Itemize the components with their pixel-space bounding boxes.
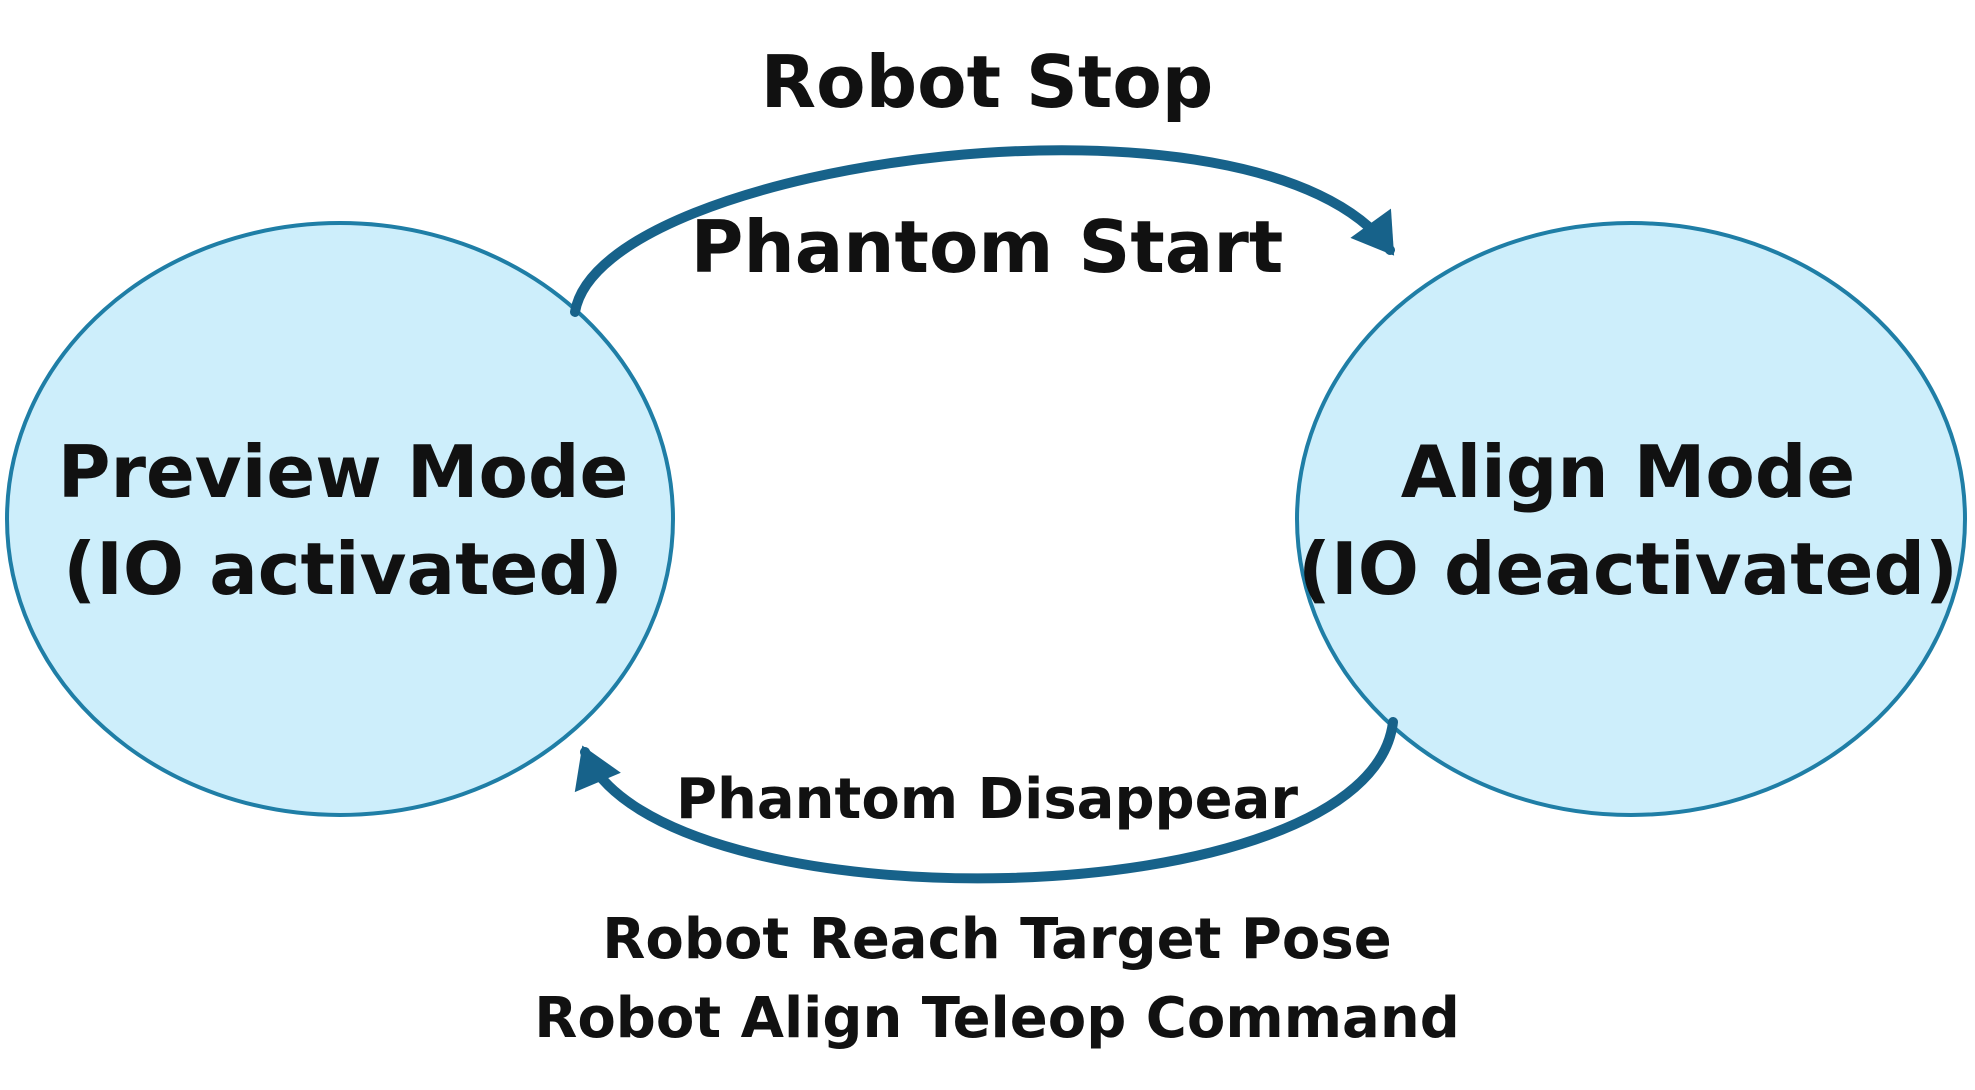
label-robot-reach-target-pose: Robot Reach Target Pose (602, 907, 1391, 972)
state-align-subtitle: (IO deactivated) (1298, 527, 1958, 611)
state-align-mode[interactable]: Align Mode (IO deactivated) (1295, 221, 1967, 817)
state-preview-ellipse (5, 221, 675, 817)
state-align-ellipse (1295, 221, 1967, 817)
transition-align-to-preview[interactable]: Phantom Disappear Robot Reach Target Pos… (534, 717, 1460, 1051)
state-preview-title: Preview Mode (58, 430, 629, 514)
arc-align-to-preview (574, 717, 1398, 884)
transition-preview-to-align[interactable]: Robot Stop Phantom Start (570, 40, 1395, 317)
state-preview-subtitle: (IO activated) (63, 527, 623, 611)
label-robot-align-teleop-command: Robot Align Teleop Command (534, 986, 1460, 1051)
label-robot-stop: Robot Stop (761, 40, 1214, 124)
label-phantom-disappear: Phantom Disappear (676, 767, 1298, 832)
label-phantom-start: Phantom Start (691, 205, 1284, 289)
arc-preview-to-align (570, 145, 1395, 317)
state-preview-mode[interactable]: Preview Mode (IO activated) (5, 221, 675, 817)
state-align-title: Align Mode (1401, 430, 1855, 514)
